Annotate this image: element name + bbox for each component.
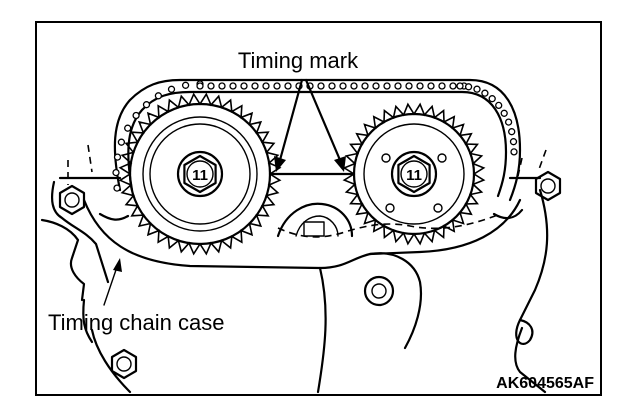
chain-link <box>495 101 503 110</box>
chain-link <box>504 118 513 126</box>
chain-link <box>509 138 518 146</box>
chain-link <box>510 148 518 156</box>
chain-link <box>117 138 126 146</box>
chain-link <box>273 82 281 90</box>
timing-chain-case-leader <box>103 258 122 306</box>
chain-link <box>154 92 163 100</box>
timing-chain-case <box>40 176 549 394</box>
chain-link <box>464 83 473 91</box>
chain-link <box>488 95 496 103</box>
chain-link <box>284 82 292 90</box>
chain-link <box>113 184 121 192</box>
chain-link <box>500 109 508 117</box>
hidden-lines <box>67 144 547 238</box>
chain-link <box>167 85 176 93</box>
chain-link <box>481 89 489 97</box>
chain-link <box>262 82 270 90</box>
chain-link <box>508 128 516 136</box>
chain-link <box>112 168 120 177</box>
chain-link <box>339 82 347 90</box>
chain-link <box>113 153 122 161</box>
chain-link <box>240 82 248 90</box>
chain-link <box>132 111 140 120</box>
timing-chain-case-label: Timing chain case <box>48 310 224 335</box>
chain-link <box>229 82 237 90</box>
chain-link <box>372 82 380 90</box>
chain-link <box>405 82 413 90</box>
right-sprocket-bolt: 11 <box>397 154 431 194</box>
chain-link <box>416 82 424 90</box>
chain-link <box>361 82 369 90</box>
bolt-number-left: 11 <box>192 167 208 184</box>
timing-mark-label: Timing mark <box>238 48 359 73</box>
chain-link <box>383 82 391 90</box>
chain-link <box>350 82 358 90</box>
chain-link <box>427 82 435 90</box>
right-sprocket <box>342 102 486 246</box>
crank-sprocket <box>276 202 354 238</box>
chain-link <box>251 82 259 90</box>
chain-link <box>317 82 325 90</box>
chain-link <box>328 82 336 90</box>
chain-link <box>394 82 402 90</box>
chain-link <box>124 124 132 132</box>
chain-link <box>218 82 226 90</box>
left-sprocket <box>118 92 282 256</box>
left-sprocket-bolt: 11 <box>183 154 217 194</box>
chain-link <box>449 82 457 90</box>
chain-link <box>438 82 446 90</box>
hex-bolt-upper-right <box>534 170 562 202</box>
hex-bolt-lower-left <box>110 348 138 380</box>
chain-link <box>207 82 215 90</box>
boss-lower-middle <box>363 275 395 307</box>
chain-link <box>142 101 151 109</box>
chain-link <box>196 82 204 90</box>
timing-chain <box>112 78 522 202</box>
timing-mark-arrows <box>274 78 346 172</box>
figure-code: AK604565AF <box>496 375 594 392</box>
chain-link <box>181 81 190 89</box>
bolt-number-right: 11 <box>406 167 422 184</box>
chain-link <box>456 82 464 90</box>
chain-link <box>473 85 481 93</box>
hex-bolt-upper-left <box>58 184 86 216</box>
